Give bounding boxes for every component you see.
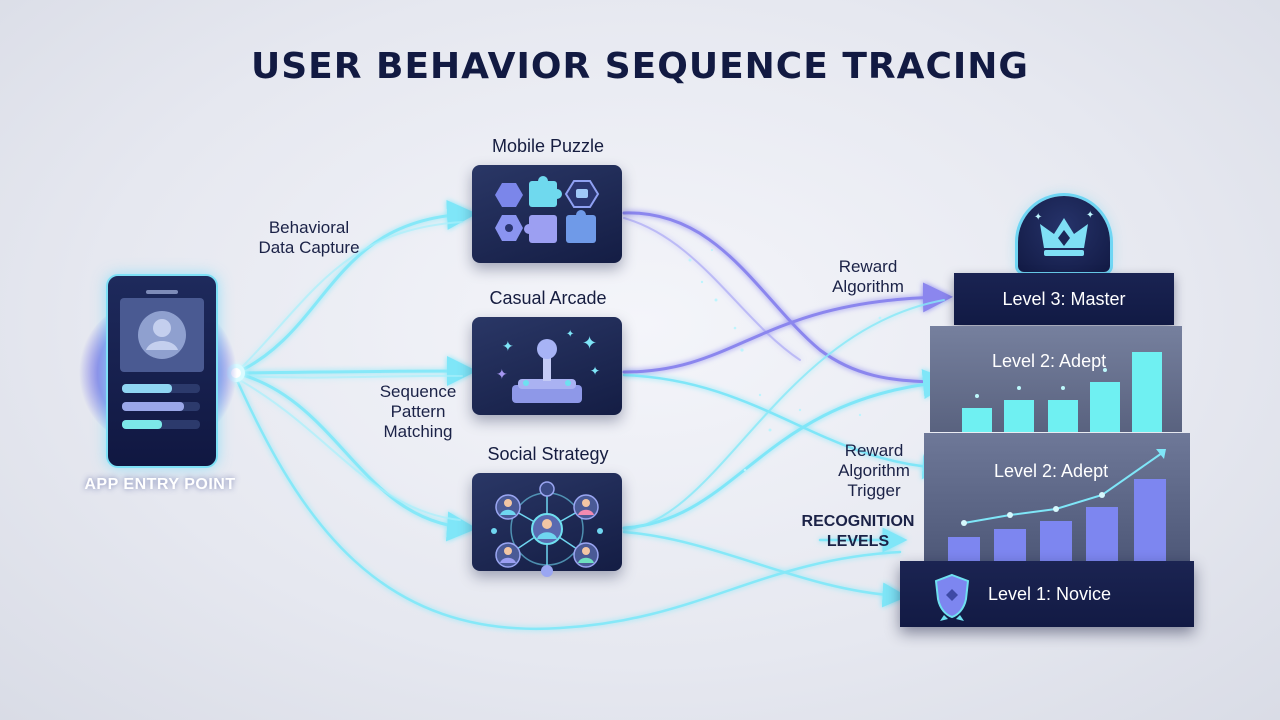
level-adept-lower: Level 2: Adept [924,433,1190,561]
flow-arcade-to-master [622,282,953,374]
flow-entry-long [234,376,902,631]
svg-text:✦: ✦ [590,364,600,378]
level-novice: Level 1: Novice [900,561,1194,627]
sparkle-dots [688,248,882,472]
flow-social-to-adept [622,369,953,530]
page-title: USER BEHAVIOR SEQUENCE TRACING [251,46,1029,87]
svg-text:✦: ✦ [582,333,597,354]
flow-puzzle-to-levels [622,211,930,384]
level-master: Level 3: Master [954,273,1174,325]
flow-entry-to-puzzle [234,199,477,375]
smartphone-icon [106,274,218,468]
level-novice-label: Level 1: Novice [988,584,1112,604]
adept-upper-bars [962,352,1162,432]
game-card-casual-arcade[interactable]: ✦ ✦ ✦ ✦ ✦ [472,317,622,415]
card-title-social-strategy: Social Strategy [487,444,609,464]
svg-text:✦: ✦ [1034,212,1042,223]
crown-icon: ✦ ✦ [1018,196,1110,272]
game-card-social-strategy[interactable] [472,473,622,577]
card-title-mobile-puzzle: Mobile Puzzle [491,136,605,156]
puzzle-icon [495,176,600,243]
level-adept-upper-label: Level 2: Adept [992,351,1107,371]
adept-lower-bars [948,449,1166,561]
entry-point-label: APP ENTRY POINT [84,476,236,493]
flow-entry-to-arcade [234,356,477,387]
social-network-icon [491,481,603,577]
svg-text:✦: ✦ [1086,210,1094,221]
card-title-casual-arcade: Casual Arcade [489,288,607,308]
flow-entry-to-social [234,371,477,542]
game-card-mobile-puzzle[interactable] [472,165,622,263]
level-adept-upper: Level 2: Adept [930,326,1182,432]
level-adept-lower-label: Level 2: Adept [994,461,1109,481]
flow-social-to-novice [622,530,908,608]
level-master-label: Level 3: Master [1002,289,1126,309]
joystick-icon: ✦ ✦ ✦ ✦ ✦ [496,329,600,403]
shield-badge-icon [934,573,970,621]
svg-text:✦: ✦ [502,339,514,355]
svg-text:✦: ✦ [566,329,574,340]
svg-text:✦: ✦ [496,367,508,383]
